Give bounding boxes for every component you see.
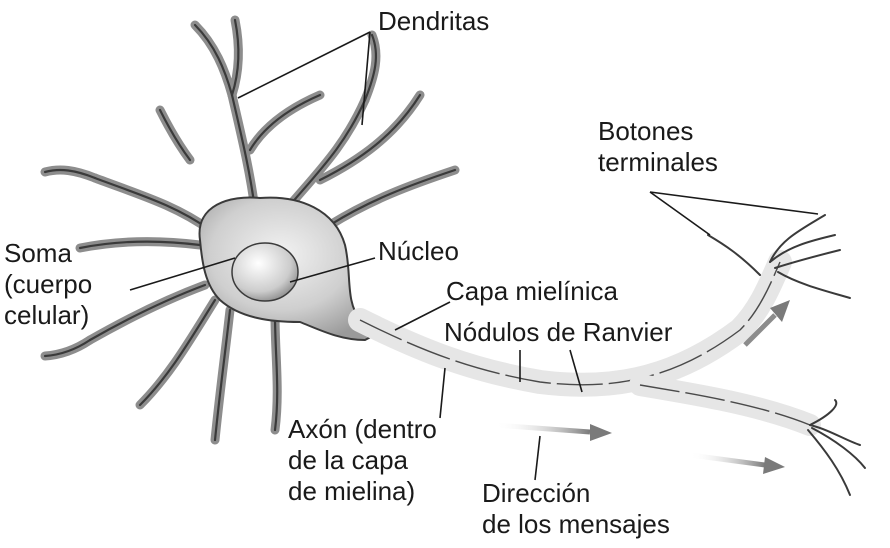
label-botones-terminales: Botones terminales bbox=[598, 116, 718, 177]
direction-arrows bbox=[494, 300, 790, 474]
label-dendritas: Dendritas bbox=[378, 6, 490, 36]
dendrites bbox=[40, 15, 460, 445]
label-axon: Axón (dentro de la capa de mielina) bbox=[288, 414, 437, 506]
label-nodulos-ranvier: Nódulos de Ranvier bbox=[444, 317, 673, 347]
terminal-buttons bbox=[707, 214, 866, 496]
leader-lines bbox=[129, 31, 819, 481]
label-capa-mielinica: Capa mielínica bbox=[446, 276, 618, 306]
label-direccion: Dirección de los mensajes bbox=[482, 478, 670, 539]
axon-shape bbox=[348, 250, 821, 436]
label-soma: Soma (cuerpo celular) bbox=[4, 238, 93, 330]
label-nucleo: Núcleo bbox=[378, 236, 459, 266]
nucleus-shape bbox=[231, 242, 299, 302]
